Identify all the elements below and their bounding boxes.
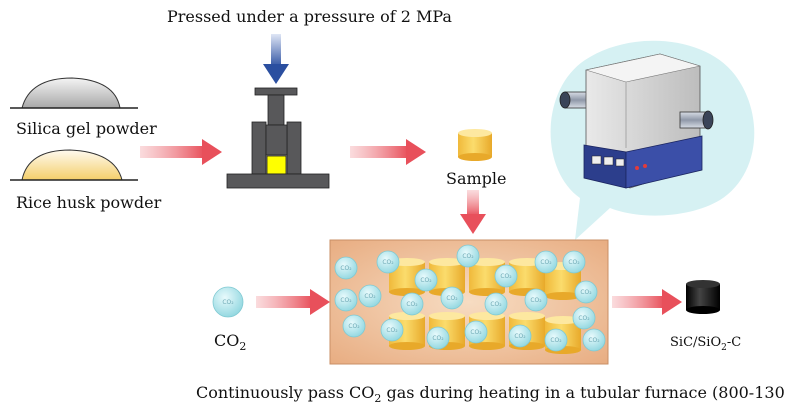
co2-molecule: CO₂ [334,256,358,280]
pressure-arrow [263,34,289,84]
co2-molecule: CO₂ [464,320,488,344]
svg-text:CO₂: CO₂ [386,327,398,334]
svg-text:CO₂: CO₂ [580,289,592,296]
arrow-to-product [612,289,682,315]
co2-molecule: CO₂ [534,250,558,274]
svg-text:CO₂: CO₂ [348,323,360,330]
co2-molecule: CO₂ [440,286,464,310]
product-label: SiC/SiO2-C [670,335,741,353]
arrow-to-chamber [460,190,486,234]
co2-input-molecule: CO₂ [212,286,244,318]
svg-text:CO₂: CO₂ [540,259,552,266]
rice-husk-pile [10,149,138,181]
co2-molecule: CO₂ [376,250,400,274]
co2-molecule: CO₂ [334,288,358,312]
svg-text:CO₂: CO₂ [514,333,526,340]
co2-molecule: CO₂ [574,280,598,304]
svg-text:CO₂: CO₂ [578,315,590,322]
hydraulic-press [226,87,330,189]
sample-label: Sample [446,169,507,188]
sample-cylinder [458,129,492,161]
co2-molecule: CO₂ [508,324,532,348]
svg-text:CO₂: CO₂ [340,265,352,272]
co2-molecule: CO₂ [544,328,568,352]
svg-text:CO₂: CO₂ [530,297,542,304]
svg-text:CO₂: CO₂ [420,277,432,284]
svg-text:CO₂: CO₂ [550,337,562,344]
furnace-caption: Continuously pass CO2 gas during heating… [196,383,785,405]
arrow-to-press [140,139,222,165]
silica-label: Silica gel powder [16,119,157,138]
svg-text:CO₂: CO₂ [446,295,458,302]
svg-text:CO₂: CO₂ [500,273,512,280]
co2-molecules: CO₂ CO₂ CO₂ CO₂ CO₂ CO₂ CO₂ CO₂ CO₂ CO₂ CO₂ CO₂ CO₂ C… [334,244,606,352]
co2-molecule: CO₂ [414,268,438,292]
rice-label: Rice husk powder [16,193,162,212]
svg-text:CO₂: CO₂ [568,259,580,266]
svg-text:CO₂: CO₂ [432,335,444,342]
arrow-co2-to-chamber [256,289,330,315]
svg-text:CO₂: CO₂ [340,297,352,304]
svg-text:CO₂: CO₂ [222,299,234,306]
svg-text:CO₂: CO₂ [470,329,482,336]
co2-molecule: CO₂ [456,244,480,268]
silica-gel-pile [10,77,138,109]
co2-molecule: CO₂ [582,328,606,352]
press-caption: Pressed under a pressure of 2 MPa [167,7,452,26]
co2-molecule: CO₂ [524,288,548,312]
co2-label: CO2 [214,331,246,353]
co2-molecule: CO₂ [562,250,586,274]
svg-text:CO₂: CO₂ [490,301,502,308]
tubular-furnace [559,53,714,189]
pressed-sample [266,155,287,175]
co2-molecule: CO₂ [342,314,366,338]
co2-molecule: CO₂ [484,292,508,316]
svg-text:CO₂: CO₂ [406,301,418,308]
svg-text:CO₂: CO₂ [382,259,394,266]
svg-text:CO₂: CO₂ [588,337,600,344]
co2-molecule: CO₂ [572,306,596,330]
co2-molecule: CO₂ [426,326,450,350]
co2-molecule: CO₂ [380,318,404,342]
product-cylinder [686,280,720,314]
svg-text:CO₂: CO₂ [364,293,376,300]
co2-molecule: CO₂ [358,284,382,308]
co2-molecule: CO₂ [494,264,518,288]
svg-text:CO₂: CO₂ [462,253,474,260]
co2-molecule: CO₂ [400,292,424,316]
arrow-to-sample [350,139,426,165]
